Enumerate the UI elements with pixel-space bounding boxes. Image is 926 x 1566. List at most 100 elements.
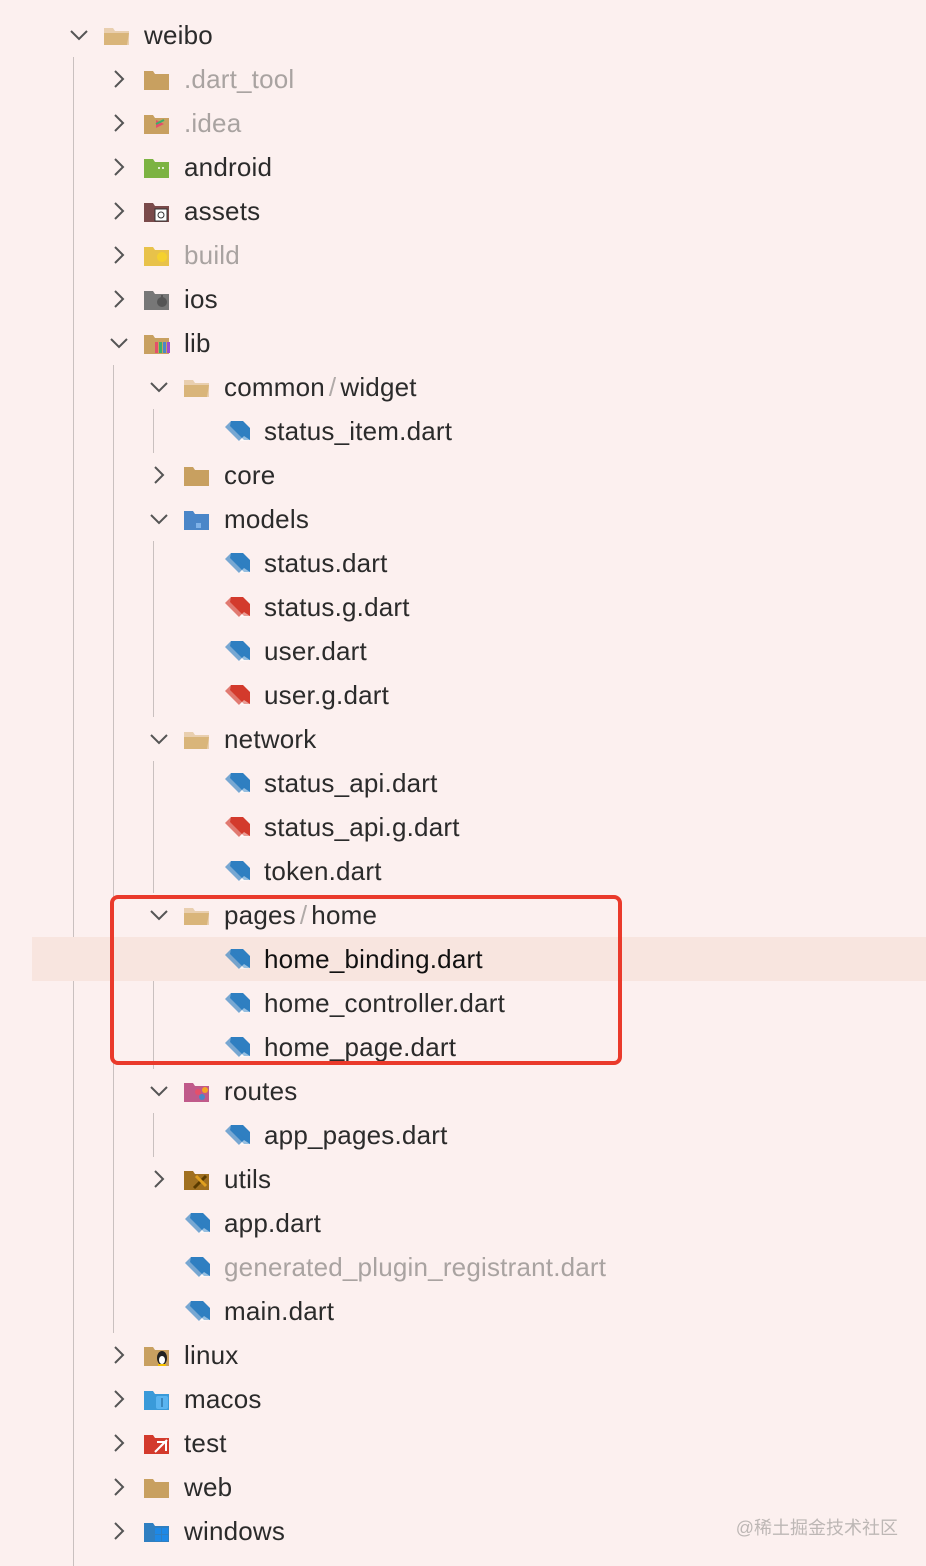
file-tree-item[interactable]: status.dart: [0, 541, 926, 585]
tree-item-name: android: [184, 152, 273, 182]
tree-item-label: web: [184, 1465, 232, 1509]
tree-item-label: common/widget: [224, 365, 417, 409]
folder-tree-item[interactable]: utils: [0, 1157, 926, 1201]
routes-folder-icon: [182, 1078, 212, 1104]
tree-item-name: status_api.g.dart: [264, 812, 460, 842]
file-tree-item[interactable]: status_api.g.dart: [0, 805, 926, 849]
folder-tree-item[interactable]: build: [0, 233, 926, 277]
file-tree-item[interactable]: status_api.dart: [0, 761, 926, 805]
folder-open-icon: [182, 374, 212, 400]
folder-tree-item[interactable]: lib: [0, 321, 926, 365]
tree-item-name: .idea: [184, 108, 242, 138]
folder-tree-item[interactable]: linux: [0, 1333, 926, 1377]
folder-tree-item[interactable]: .idea: [0, 101, 926, 145]
tree-item-name: ios: [184, 284, 218, 314]
chevron-right-icon[interactable]: [107, 155, 131, 179]
chevron-right-icon[interactable]: [107, 111, 131, 135]
tree-item-name: status_item.dart: [264, 416, 453, 446]
tree-item-label: app.dart: [224, 1201, 321, 1245]
file-tree-item[interactable]: user.dart: [0, 629, 926, 673]
file-tree-item[interactable]: user.g.dart: [0, 673, 926, 717]
tree-item-name: pages: [224, 900, 296, 930]
tree-item-label: app_pages.dart: [264, 1113, 448, 1157]
dart-file-icon: [222, 770, 252, 796]
indent-guide: [153, 1113, 154, 1157]
chevron-down-icon[interactable]: [107, 331, 131, 355]
dart-file-icon: [222, 550, 252, 576]
tree-item-name: common: [224, 372, 325, 402]
folder-tree-item[interactable]: macos: [0, 1377, 926, 1421]
tree-item-label: token.dart: [264, 849, 382, 893]
chevron-down-icon[interactable]: [67, 23, 91, 47]
tree-item-name: network: [224, 724, 317, 754]
chevron-right-icon[interactable]: [107, 243, 131, 267]
tree-item-label: main.dart: [224, 1289, 334, 1333]
folder-open-icon: [182, 902, 212, 928]
file-tree-item[interactable]: generated_plugin_registrant.dart: [0, 1245, 926, 1289]
folder-open-icon: [102, 22, 132, 48]
macos-folder-icon: [142, 1386, 172, 1412]
chevron-down-icon[interactable]: [147, 1079, 171, 1103]
tree-item-label: status_api.g.dart: [264, 805, 460, 849]
tree-item-label: home_controller.dart: [264, 981, 505, 1025]
chevron-down-icon[interactable]: [147, 507, 171, 531]
dart-generated-file-icon: [222, 594, 252, 620]
chevron-right-icon[interactable]: [147, 463, 171, 487]
tree-item-name: windows: [184, 1516, 286, 1546]
file-tree-item[interactable]: status_item.dart: [0, 409, 926, 453]
chevron-right-icon[interactable]: [107, 1519, 131, 1543]
chevron-down-icon[interactable]: [147, 727, 171, 751]
indent-guide: [153, 409, 154, 453]
tree-item-label: android: [184, 145, 272, 189]
folder-tree-item[interactable]: .dart_tool: [0, 57, 926, 101]
tree-item-label: home_binding.dart: [264, 937, 483, 981]
file-tree-item[interactable]: app.dart: [0, 1201, 926, 1245]
chevron-right-icon[interactable]: [107, 1387, 131, 1411]
dart-file-icon: [222, 946, 252, 972]
indent-guide: [153, 937, 154, 1069]
dart-file-icon: [222, 858, 252, 884]
file-tree-item[interactable]: app_pages.dart: [0, 1113, 926, 1157]
folder-tree-item[interactable]: weibo: [0, 13, 926, 57]
file-tree-item[interactable]: home_page.dart: [0, 1025, 926, 1069]
chevron-down-icon[interactable]: [147, 903, 171, 927]
file-tree-item[interactable]: status.g.dart: [0, 585, 926, 629]
folder-tree-item[interactable]: web: [0, 1465, 926, 1509]
folder-tree-item[interactable]: assets: [0, 189, 926, 233]
file-tree-item[interactable]: main.dart: [0, 1289, 926, 1333]
tree-item-label: network: [224, 717, 316, 761]
file-tree-item[interactable]: home_controller.dart: [0, 981, 926, 1025]
folder-tree-item[interactable]: network: [0, 717, 926, 761]
folder-tree-item[interactable]: routes: [0, 1069, 926, 1113]
chevron-right-icon[interactable]: [107, 287, 131, 311]
tree-item-label: status.dart: [264, 541, 388, 585]
file-tree-item[interactable]: home_binding.dart: [0, 937, 926, 981]
folder-tree-item[interactable]: common/widget: [0, 365, 926, 409]
tree-item-name: web: [184, 1472, 233, 1502]
chevron-right-icon[interactable]: [107, 1343, 131, 1367]
chevron-down-icon[interactable]: [147, 375, 171, 399]
tree-item-label: user.dart: [264, 629, 367, 673]
chevron-right-icon[interactable]: [107, 199, 131, 223]
tree-item-label: status_item.dart: [264, 409, 452, 453]
android-folder-icon: [142, 154, 172, 180]
chevron-right-icon[interactable]: [107, 1431, 131, 1455]
tree-item-label: status.g.dart: [264, 585, 410, 629]
chevron-right-icon[interactable]: [147, 1167, 171, 1191]
chevron-right-icon[interactable]: [107, 67, 131, 91]
indent-guide: [73, 57, 74, 1566]
folder-tree-item[interactable]: pages/home: [0, 893, 926, 937]
tree-item-name: assets: [184, 196, 261, 226]
tree-item-subname: widget: [340, 372, 417, 402]
file-tree-item[interactable]: token.dart: [0, 849, 926, 893]
tree-item-label: windows: [184, 1509, 285, 1553]
folder-tree-item[interactable]: windows: [0, 1509, 926, 1553]
folder-tree-item[interactable]: ios: [0, 277, 926, 321]
linux-folder-icon: [142, 1342, 172, 1368]
windows-folder-icon: [142, 1518, 172, 1544]
folder-tree-item[interactable]: android: [0, 145, 926, 189]
folder-tree-item[interactable]: core: [0, 453, 926, 497]
folder-tree-item[interactable]: models: [0, 497, 926, 541]
folder-tree-item[interactable]: test: [0, 1421, 926, 1465]
chevron-right-icon[interactable]: [107, 1475, 131, 1499]
